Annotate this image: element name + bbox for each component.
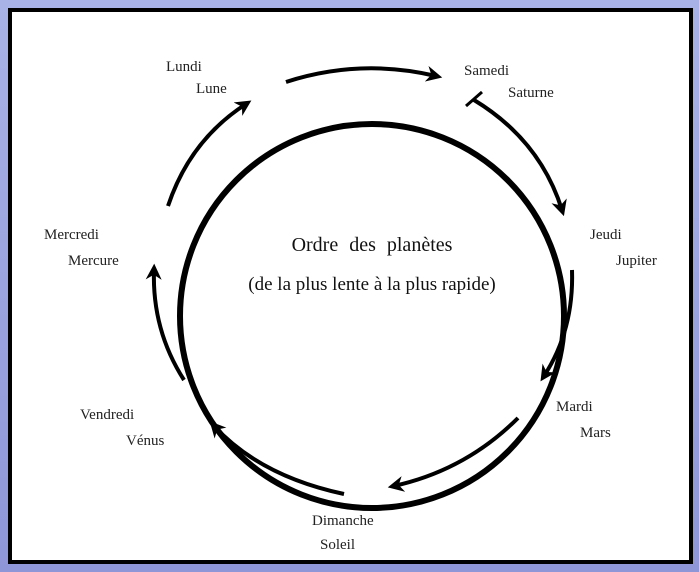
- planet-circle: [177, 121, 567, 511]
- label-day-mardi: Mardi: [556, 399, 593, 415]
- arrow-dimanche-vendredi: [209, 421, 345, 496]
- diagram-frame: [8, 8, 693, 564]
- diagram-title-line2: (de la plus lente à la plus rapide): [248, 274, 496, 295]
- arrow-lundi-samedi: [285, 66, 443, 84]
- label-day-mercredi: Mercredi: [44, 227, 99, 243]
- label-planet-mars: Mars: [580, 425, 611, 441]
- label-planet-saturne: Saturne: [508, 85, 554, 101]
- label-planet-lune: Lune: [196, 81, 227, 97]
- label-planet-mercure: Mercure: [68, 253, 119, 269]
- label-day-samedi: Samedi: [464, 63, 509, 79]
- label-day-dimanche: Dimanche: [312, 513, 374, 529]
- arrow-mardi-dimanche: [387, 416, 520, 492]
- label-planet-venus: Vénus: [126, 433, 165, 449]
- arrow-tail-samedi: [465, 90, 483, 108]
- arrow-jeudi-mardi: [540, 269, 575, 382]
- diagram-title-line1: Ordre des planètes: [291, 234, 453, 256]
- label-day-vendredi: Vendredi: [80, 407, 135, 423]
- label-planet-soleil: Soleil: [320, 537, 356, 553]
- label-day-lundi: Lundi: [166, 59, 202, 75]
- arrow-vendredi-mercredi: [145, 263, 186, 382]
- label-day-jeudi: Jeudi: [590, 227, 622, 243]
- label-planet-jupiter: Jupiter: [616, 253, 657, 269]
- arrow-samedi-jeudi: [472, 98, 567, 217]
- arrow-mercredi-lundi: [166, 100, 252, 207]
